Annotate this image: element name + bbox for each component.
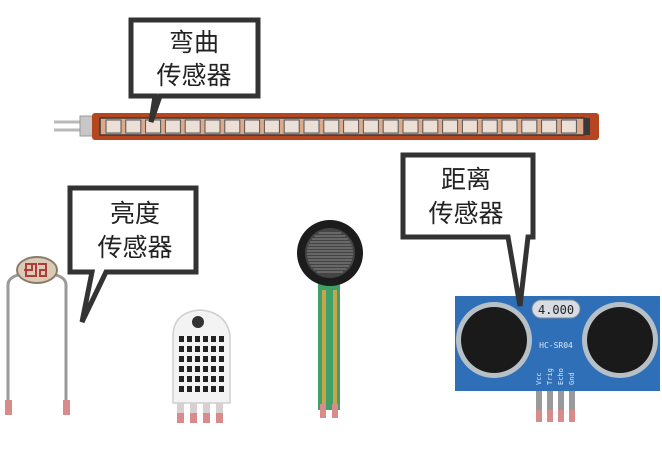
- grille-hole: [203, 366, 208, 372]
- ultrasonic-display: 4.000: [538, 303, 574, 317]
- grille-hole: [219, 336, 224, 342]
- light-sensor: [5, 256, 70, 415]
- flex-segment: [501, 119, 518, 134]
- grille-hole: [187, 336, 192, 342]
- flex-segment: [343, 119, 360, 134]
- flex-segment: [541, 119, 558, 134]
- grille-hole: [203, 336, 208, 342]
- flex-sensor-segments: [105, 119, 577, 134]
- callout-flex: 弯曲 传感器: [128, 17, 261, 123]
- grille-hole: [195, 386, 200, 392]
- flex-segment: [204, 119, 221, 134]
- grille-hole: [179, 336, 184, 342]
- grille-hole: [195, 356, 200, 362]
- grille-hole: [211, 386, 216, 392]
- grille-hole: [187, 386, 192, 392]
- force-sensor: [297, 220, 363, 418]
- grille-hole: [219, 366, 224, 372]
- grille-hole: [203, 346, 208, 352]
- flex-segment: [283, 119, 300, 134]
- grille-hole: [219, 376, 224, 382]
- grille-hole: [195, 376, 200, 382]
- humidity-sensor: [172, 309, 231, 423]
- humidity-sensor-grid: [179, 336, 224, 392]
- grille-hole: [195, 336, 200, 342]
- flex-segment: [481, 119, 498, 134]
- grille-hole: [219, 346, 224, 352]
- grille-hole: [211, 376, 216, 382]
- grille-hole: [187, 346, 192, 352]
- flex-segment: [184, 119, 201, 134]
- flex-segment: [323, 119, 340, 134]
- grille-hole: [179, 386, 184, 392]
- callout-flex-line2: 传感器: [156, 61, 231, 90]
- flex-segment: [244, 119, 261, 134]
- grille-hole: [219, 356, 224, 362]
- grille-hole: [179, 366, 184, 372]
- pin-label-gnd: Gnd: [568, 372, 576, 385]
- callout-light-line1: 亮度: [110, 199, 160, 228]
- flex-sensor: [54, 113, 599, 140]
- callout-distance-line2: 传感器: [428, 199, 503, 228]
- grille-hole: [211, 336, 216, 342]
- pin-label-echo: Echo: [557, 368, 565, 385]
- flex-segment: [560, 119, 577, 134]
- callout-distance-line1: 距离: [441, 165, 491, 194]
- grille-hole: [187, 376, 192, 382]
- grille-hole: [219, 386, 224, 392]
- flex-segment: [303, 119, 320, 134]
- flex-segment: [125, 119, 142, 134]
- callout-flex-line1: 弯曲: [169, 28, 219, 57]
- flex-segment: [382, 119, 399, 134]
- flex-segment: [422, 119, 439, 134]
- grille-hole: [187, 366, 192, 372]
- callout-light: 亮度 传感器: [67, 185, 199, 324]
- grille-hole: [187, 356, 192, 362]
- grille-hole: [211, 356, 216, 362]
- callout-distance: 距离 传感器: [400, 152, 536, 307]
- callout-light-line2: 传感器: [97, 233, 172, 262]
- grille-hole: [195, 366, 200, 372]
- grille-hole: [211, 346, 216, 352]
- grille-hole: [203, 386, 208, 392]
- flex-segment: [164, 119, 181, 134]
- flex-segment: [263, 119, 280, 134]
- grille-hole: [195, 346, 200, 352]
- flex-segment: [442, 119, 459, 134]
- grille-hole: [179, 356, 184, 362]
- flex-segment: [461, 119, 478, 134]
- grille-hole: [203, 376, 208, 382]
- pin-label-trig: Trig: [546, 368, 554, 385]
- ultrasonic-model: HC-SR04: [539, 341, 573, 350]
- pin-label-vcc: Vcc: [535, 372, 543, 385]
- grille-hole: [203, 356, 208, 362]
- grille-hole: [211, 366, 216, 372]
- flex-segment: [362, 119, 379, 134]
- grille-hole: [179, 376, 184, 382]
- flex-segment: [521, 119, 538, 134]
- ultrasonic-sensor: 4.000 HC-SR04 Vcc Trig Echo Gnd: [455, 296, 660, 422]
- grille-hole: [179, 346, 184, 352]
- flex-segment: [105, 119, 122, 134]
- flex-segment: [224, 119, 241, 134]
- flex-segment: [402, 119, 419, 134]
- force-sensor-pattern: [307, 232, 353, 273]
